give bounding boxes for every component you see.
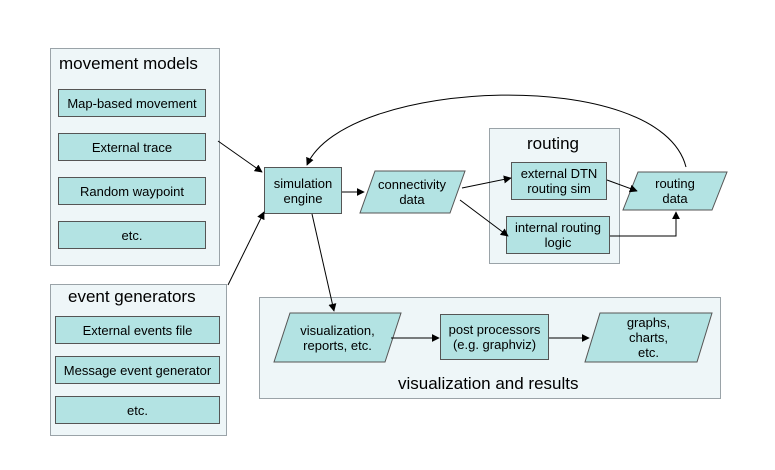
message-event-generator-box: Message event generator [55,356,220,384]
reports-label: visualization, reports, etc. [300,322,375,353]
graphs-shape [584,312,713,363]
movement-to-engine-arrow [217,140,263,173]
routing-title: routing [527,134,579,153]
internal-routing-logic-box: internal routing logic [506,216,610,254]
connectivity-to-internal-arrow [459,199,509,237]
engine-to-visualization-arrow [311,213,337,312]
movement-models-title: movement models [59,54,198,73]
connectivity-to-external-arrow [461,175,512,189]
events-etc-box: etc. [55,396,220,424]
routing-data-shape [622,171,728,211]
random-waypoint-box: Random waypoint [58,177,206,205]
post-processors-box: post processors (e.g. graphviz) [440,314,549,360]
routing-data-label: routing data [655,176,695,206]
external-to-routing-data-arrow [606,179,638,193]
movement-etc-box: etc. [58,221,206,249]
map-based-movement-box: Map-based movement [58,89,206,117]
connectivity-data-label: connectivity data [378,177,446,207]
internal-to-routing-data-arrow [610,211,680,237]
simulation-engine-box: simulation engine [264,167,342,214]
external-trace-box: External trace [58,133,206,161]
connectivity-data-shape [359,170,466,214]
routing-data-feedback-arrow [306,94,687,168]
graphs-label: graphs, charts, etc. [626,315,671,360]
events-to-engine-arrow [227,211,265,286]
event-generators-title: event generators [68,287,196,306]
reports-shape [273,312,402,363]
visualization-results-title: visualization and results [398,374,579,393]
external-events-file-box: External events file [55,316,220,344]
external-dtn-routing-box: external DTN routing sim [511,162,607,200]
